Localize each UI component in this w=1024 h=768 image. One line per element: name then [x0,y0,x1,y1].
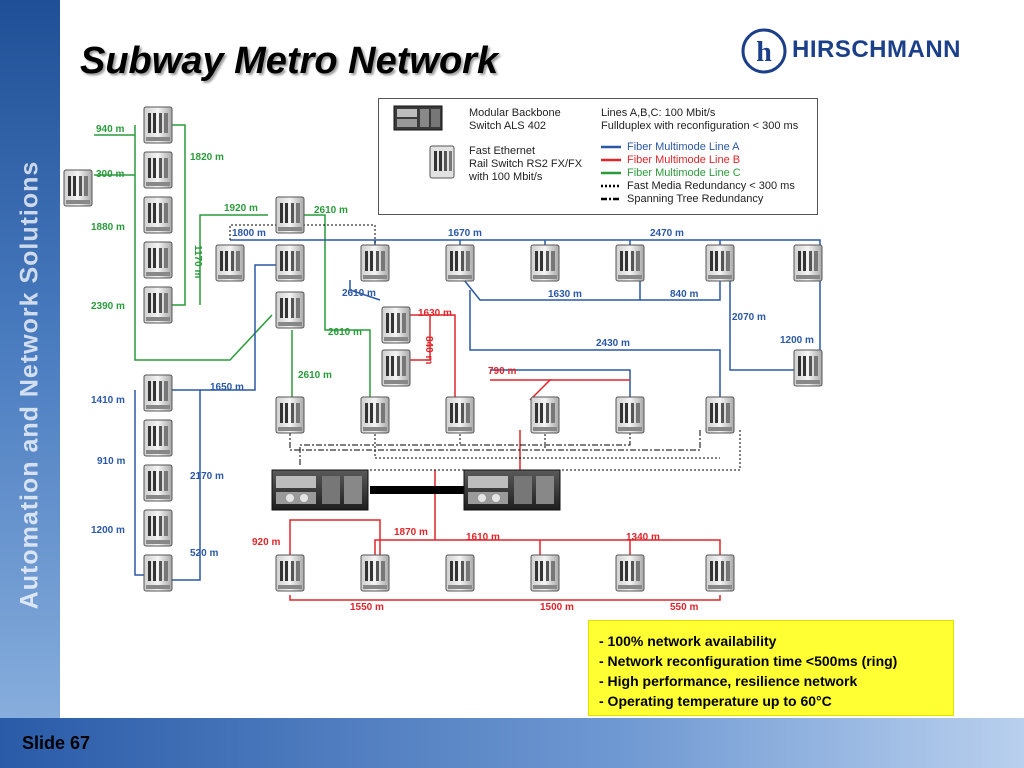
distance-label: 1800 m [232,228,266,239]
logo-text: HIRSCHMANN [792,36,961,63]
legend-backbone-label-2: Switch ALS 402 [469,120,547,132]
slide-number: Slide 67 [22,733,91,753]
feature-item: - 100% network availability [599,633,777,649]
distance-label: 790 m [488,366,516,377]
redundancy-links [229,224,741,471]
backbone-switch-icon [393,105,443,131]
distance-label: 2430 m [596,338,630,349]
distance-label: 1650 m [210,382,244,393]
backbone-switch-right [463,469,561,511]
distance-label: 940 m [96,124,124,135]
hirschmann-logo: h [741,28,787,74]
distance-label: 1630 m [418,308,452,319]
legend-rail-label-2: Rail Switch RS2 FX/FX [469,158,583,170]
distance-label: 1200 m [780,335,814,346]
distance-label: 2470 m [650,228,684,239]
legend-lines-info-2: Fullduplex with reconfiguration < 300 ms [601,120,799,132]
distance-label: 1200 m [91,525,125,536]
line-c-links [94,124,371,400]
distance-label: 1820 m [190,152,224,163]
legend-rail-label-1: Fast Ethernet [469,145,536,157]
features-box: - 100% network availability - Network re… [588,620,954,716]
distance-label: 2610 m [298,370,332,381]
distance-label: 300 m [96,169,124,180]
distance-label: 1550 m [350,602,384,613]
distance-label: 840 m [670,289,698,300]
distance-label: 920 m [252,537,280,548]
distance-label: 1410 m [91,395,125,406]
distance-label: 2610 m [328,327,362,338]
side-bar [0,0,60,768]
legend-lines-info-1: Lines A,B,C: 100 Mbit/s [601,107,716,119]
distance-label: 1500 m [540,602,574,613]
distance-label: 520 m [190,548,218,559]
legend-fast-media: Fast Media Redundancy < 300 ms [627,180,795,192]
bottom-bar [0,718,1024,768]
distance-label: 2070 m [732,312,766,323]
distance-label: 1920 m [224,203,258,214]
distance-label: 840 m [423,336,434,364]
distance-label: 2610 m [342,288,376,299]
legend-line-b: Fiber Multimode Line B [627,154,741,166]
distance-label: 2170 m [190,471,224,482]
distance-label: 1340 m [626,532,660,543]
side-title: Automation and Network Solutions [15,160,44,610]
network-diagram: 940 m 300 m 1820 m 1880 m 1170 m 2390 m … [63,106,823,613]
backbone-switch-left [271,469,369,511]
legend: Modular Backbone Switch ALS 402 Fast Eth… [378,98,818,215]
feature-item: - Operating temperature up to 60°C [599,693,832,709]
legend-line-a: Fiber Multimode Line A [627,141,740,153]
distance-label: 1670 m [448,228,482,239]
rail-switch-icon [429,145,455,179]
legend-spanning-tree: Spanning Tree Redundancy [627,193,764,205]
legend-line-swatches [601,145,621,201]
distance-label: 550 m [670,602,698,613]
distance-label: 1630 m [548,289,582,300]
feature-item: - High performance, resilience network [599,673,858,689]
feature-item: - Network reconfiguration time <500ms (r… [599,653,898,669]
distance-label: 1880 m [91,222,125,233]
legend-backbone-label-1: Modular Backbone [469,107,561,119]
logo-circle-icon [741,28,787,74]
distance-label: 1610 m [466,532,500,543]
distance-label: 2610 m [314,205,348,216]
distance-label: 1870 m [394,527,428,538]
distance-label: 910 m [97,456,125,467]
distance-label: 2390 m [91,301,125,312]
logo-glyph: h [756,37,772,68]
distance-label: 1170 m [192,245,203,278]
legend-rail-label-3: with 100 Mbit/s [469,171,543,183]
slide-title: Subway Metro Network [80,40,499,82]
legend-line-c: Fiber Multimode Line C [627,167,741,179]
